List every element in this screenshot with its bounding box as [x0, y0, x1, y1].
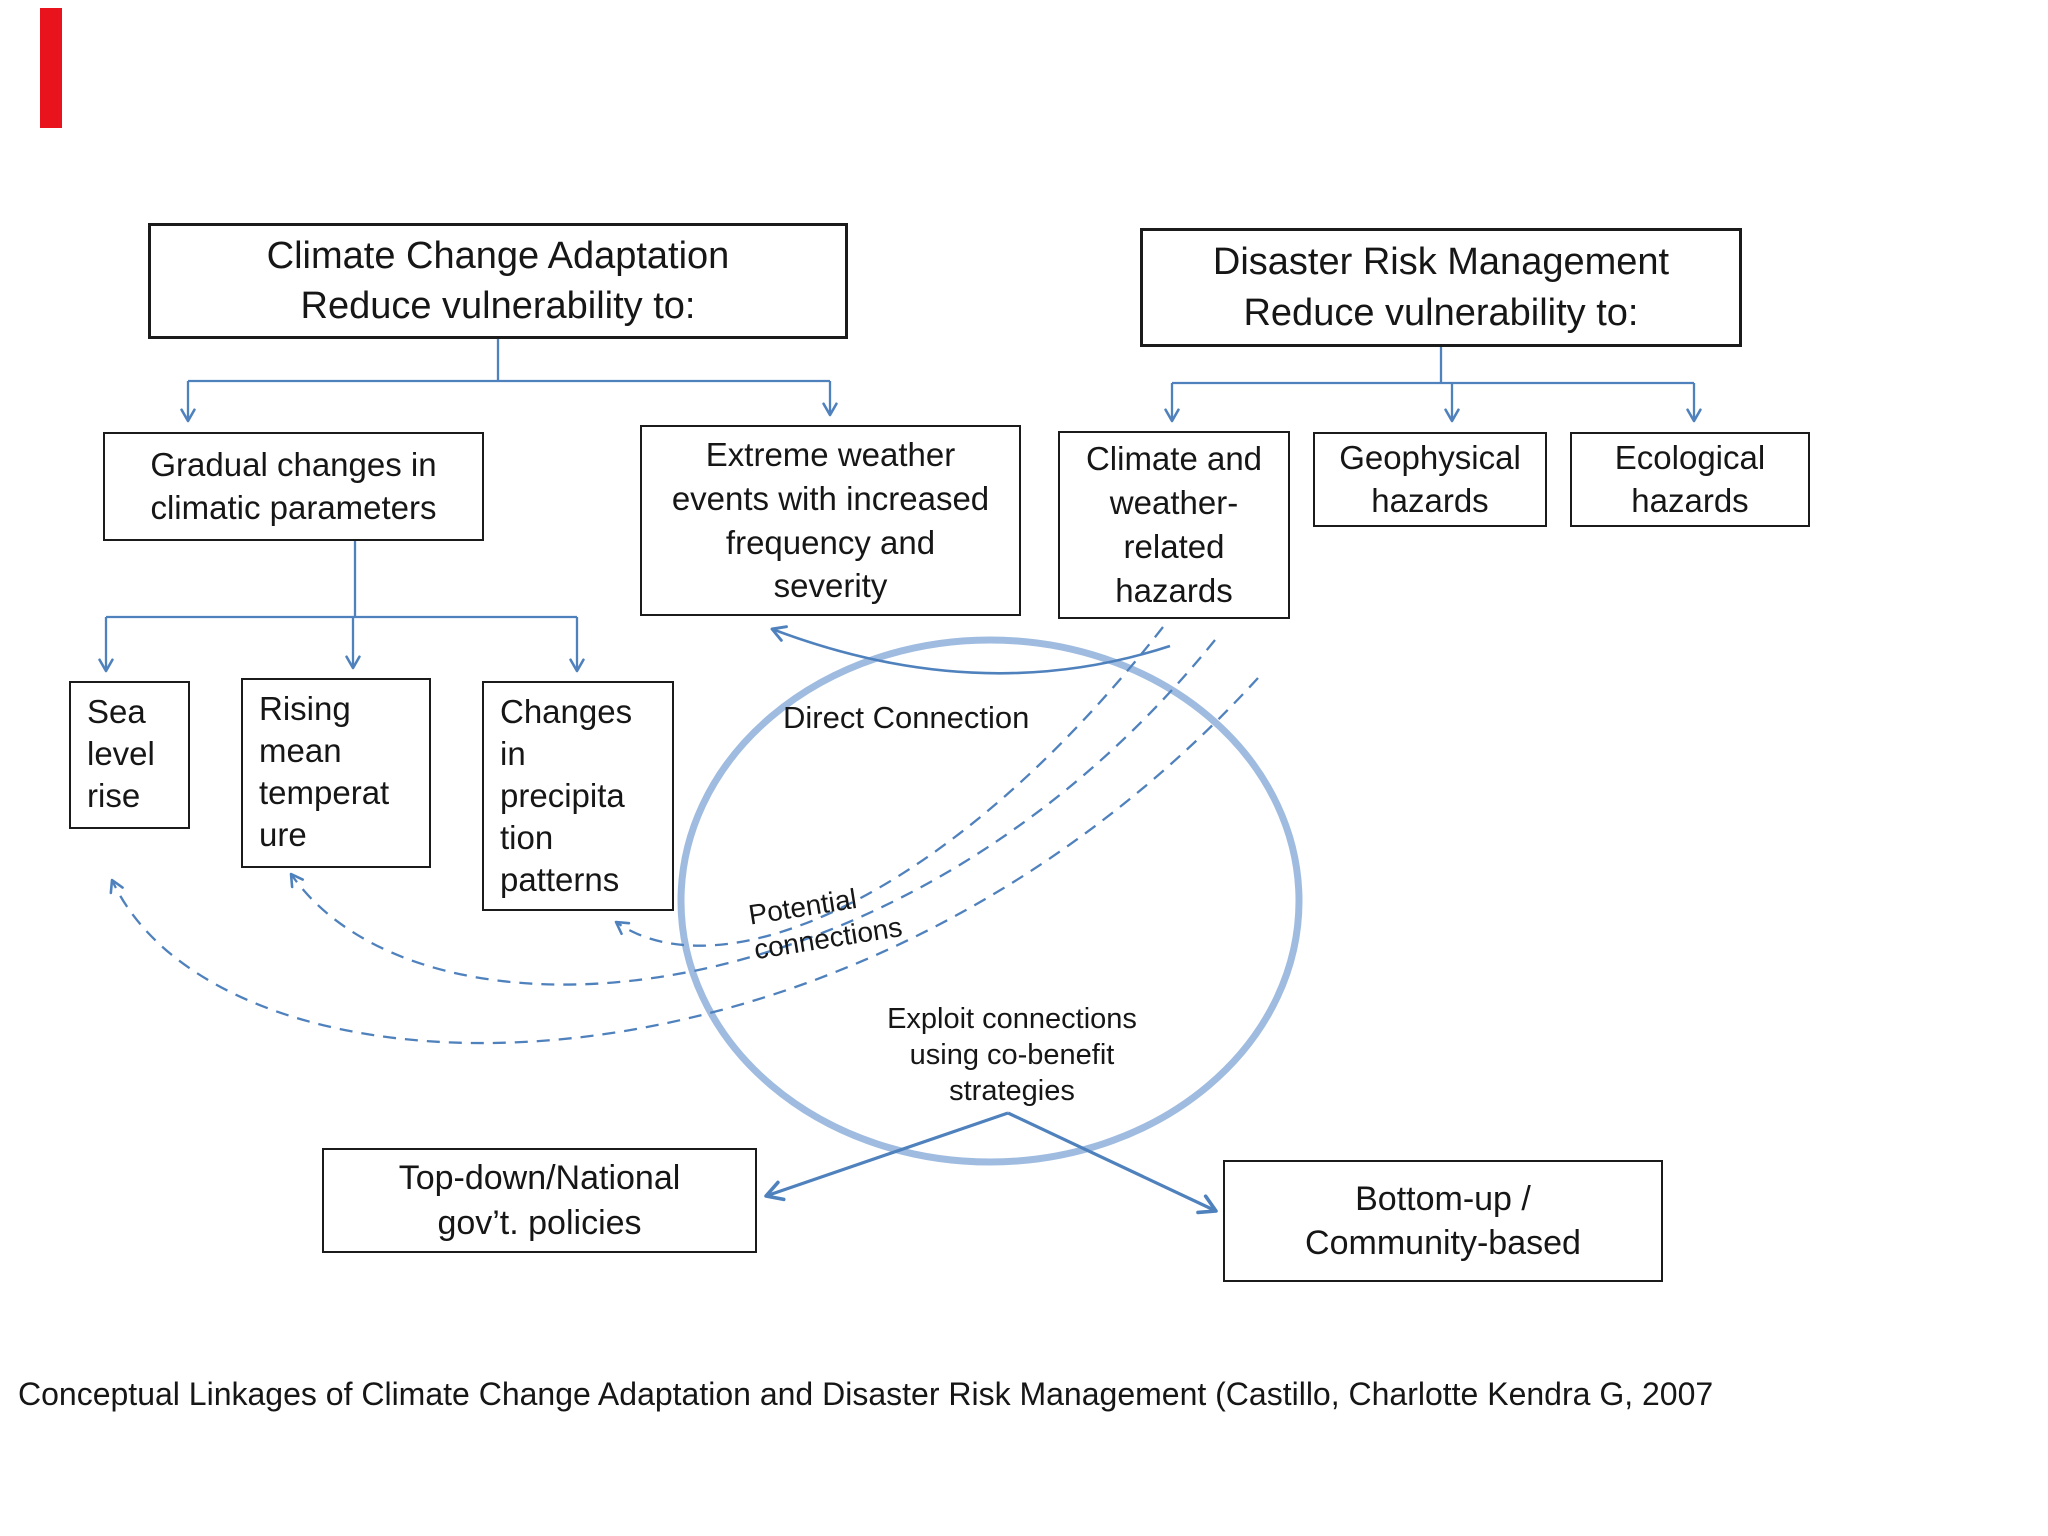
- top-down-policies-box: Top-down/National gov’t. policies: [322, 1148, 757, 1253]
- ecological-hazards-box: Ecological hazards: [1570, 432, 1810, 527]
- arrow-to-bottom-up: [1007, 1111, 1218, 1215]
- direct-connection-label: Direct Connection: [783, 700, 1030, 735]
- red-accent-bar: [40, 8, 62, 128]
- arrow-to-top-down: [764, 1111, 1009, 1202]
- gradual-changes-box: Gradual changes in climatic parameters: [103, 432, 484, 541]
- rising-mean-temperature-box: Rising mean temperat ure: [241, 678, 431, 868]
- geophysical-hazards-box: Geophysical hazards: [1313, 432, 1547, 527]
- bottom-up-community-box: Bottom-up / Community-based: [1223, 1160, 1663, 1282]
- precipitation-changes-box: Changes in precipita tion patterns: [482, 681, 674, 911]
- exploit-connections-label: Exploit connections using co-benefit str…: [887, 1003, 1137, 1107]
- disaster-risk-management-box: Disaster Risk Management Reduce vulnerab…: [1140, 228, 1742, 347]
- dashed-arc-to-precipitation: [614, 626, 1164, 947]
- climate-change-adaptation-box: Climate Change Adaptation Reduce vulnera…: [148, 223, 848, 339]
- climate-weather-hazards-box: Climate and weather- related hazards: [1058, 431, 1290, 619]
- dashed-arc-to-sea-level: [109, 677, 1259, 1045]
- sea-level-rise-box: Sea level rise: [69, 681, 190, 829]
- direct-connection-arc: [770, 625, 1171, 675]
- extreme-weather-box: Extreme weather events with increased fr…: [640, 425, 1021, 616]
- linkage-circle: [677, 636, 1303, 1166]
- caption: Conceptual Linkages of Climate Change Ad…: [18, 1376, 1714, 1412]
- dashed-arc-to-rising-mean: [289, 639, 1216, 986]
